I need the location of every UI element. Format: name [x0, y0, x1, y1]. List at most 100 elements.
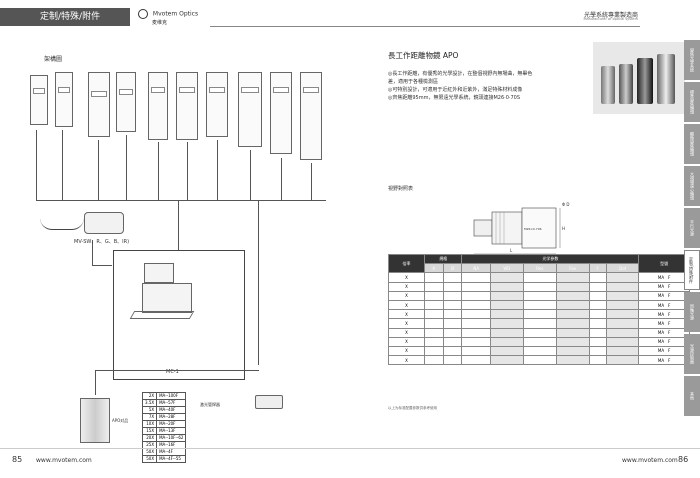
value-cell [461, 299, 491, 311]
side-tab[interactable]: 平行光源 [684, 208, 700, 248]
value-cell [605, 309, 640, 320]
value-cell [423, 272, 444, 283]
col-sub-fov: Fov [555, 263, 590, 274]
side-tab[interactable]: 標準變焦鏡頭 [684, 82, 700, 122]
mc1-box: MC-1 [113, 250, 245, 380]
model-cell: MA--4F--55 [156, 455, 187, 463]
value-cell [555, 355, 590, 366]
col-header-model: 型號 [638, 253, 690, 274]
side-tab[interactable]: 光源控制器 [684, 334, 700, 374]
magnification-cell: X [388, 318, 425, 329]
value-cell [588, 299, 607, 311]
magnification-cell: X [388, 345, 425, 357]
magnification-cell: X [388, 327, 425, 338]
apo-objective-drawing [80, 398, 110, 443]
value-cell [555, 327, 590, 338]
website-link[interactable]: www.mvotem.com [36, 457, 92, 464]
value-cell [489, 327, 524, 338]
connector-line [95, 370, 96, 395]
value-cell [605, 290, 640, 301]
model-suffix: F [668, 302, 671, 308]
value-cell [461, 290, 491, 301]
connector-line [36, 130, 37, 200]
value-cell [522, 290, 557, 301]
adapter-top [144, 263, 174, 283]
header-title: 光學系統專業製造商 [583, 12, 638, 19]
light-label: 激光管焊器 [200, 402, 220, 407]
lens-tube [148, 72, 168, 140]
value-cell [555, 290, 590, 301]
lens-tube [30, 75, 48, 125]
value-cell [522, 336, 557, 347]
model-prefix: MA [657, 357, 665, 363]
model-prefix: MA [657, 284, 665, 290]
model-suffix: F [668, 284, 671, 290]
length-label: L [510, 248, 513, 253]
connector-line [92, 265, 112, 266]
value-cell [489, 290, 524, 301]
header-subtitle: Manufacturer of optical system [583, 17, 638, 21]
value-cell [588, 290, 607, 301]
value-cell [442, 327, 463, 338]
model-cell: MA--20F [156, 420, 187, 428]
value-cell [423, 299, 444, 311]
page-number: 86 [678, 455, 689, 464]
lens-tube [206, 72, 228, 137]
magnification-cell: X [388, 355, 425, 366]
col-header-magnification: 倍率 [388, 253, 425, 274]
value-cell [522, 345, 557, 357]
website-link[interactable]: www.mvotem.com [622, 457, 678, 464]
thread-label: M26×0.706 [524, 227, 542, 231]
value-cell [461, 345, 491, 357]
value-cell [423, 355, 444, 366]
value-cell [442, 281, 463, 292]
model-suffix: F [668, 320, 671, 326]
section-header-label: 定制/特殊/附件 [0, 8, 130, 26]
magnification-cell: X [388, 281, 425, 292]
value-cell [605, 336, 640, 347]
product-title: 長工作距離物鏡 APO [388, 51, 459, 60]
description-line: ◎齊焦距離95mm，無限遠光學系統，鏡頭連接M26·0·70S [388, 95, 521, 101]
side-tab[interactable]: 同軸光源 [684, 292, 700, 332]
value-cell [442, 336, 463, 347]
value-cell [423, 345, 444, 357]
magnification-cell: X [388, 299, 425, 311]
value-cell [605, 299, 640, 311]
diagram-title: 架構圖 [44, 56, 63, 63]
value-cell [522, 318, 557, 329]
apo-label: APO对品 [112, 418, 129, 423]
value-cell [522, 299, 557, 311]
side-tab[interactable]: 其他 [684, 376, 700, 416]
value-cell [555, 309, 590, 320]
side-tab[interactable]: 顯微變焦鏡頭 [684, 124, 700, 164]
connector-line [98, 140, 99, 200]
value-cell [442, 290, 463, 301]
header-rule [210, 26, 350, 27]
side-tab[interactable]: 大視場遠心鏡頭 [684, 166, 700, 206]
side-tab[interactable]: 定制/特殊/附件 [684, 250, 700, 290]
side-tab[interactable]: 變焦光學系統 [684, 40, 700, 80]
model-prefix: MA [657, 302, 665, 308]
magnification-cell: 7X [141, 413, 158, 421]
col-sub-na: NA [461, 263, 491, 274]
lens-image [601, 66, 615, 104]
logo-subtext: 麦维克 [152, 20, 168, 26]
drawing-subtitle: 視野對照表 [388, 186, 414, 192]
col-sub-f: F [588, 263, 607, 274]
